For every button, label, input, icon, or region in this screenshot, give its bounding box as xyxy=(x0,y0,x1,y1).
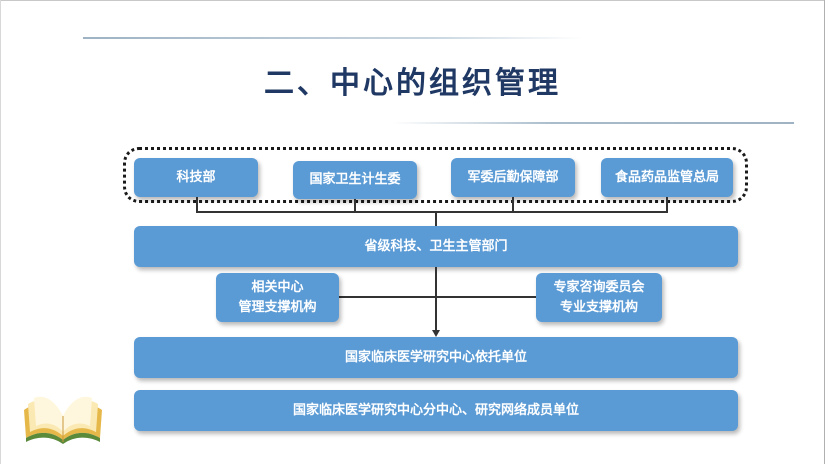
node-provincial-authority: 省级科技、卫生主管部门 xyxy=(134,226,738,267)
node-dept-moST: 科技部 xyxy=(134,158,258,197)
node-management-support: 相关中心 管理支撑机构 xyxy=(216,273,339,322)
node-label-line2: 专业支撑机构 xyxy=(559,299,638,315)
node-label-line1: 专家咨询委员会 xyxy=(553,279,645,295)
node-label: 军委后勤保障部 xyxy=(467,169,559,185)
connector-bus-to-provincial xyxy=(435,211,437,227)
node-label-line2: 管理支撑机构 xyxy=(238,299,317,315)
node-label: 国家卫生计生委 xyxy=(309,172,401,187)
connector-dept2-down xyxy=(354,199,356,212)
node-expert-support: 专家咨询委员会 专业支撑机构 xyxy=(536,273,662,322)
node-label-line1: 相关中心 xyxy=(251,279,304,295)
node-dept-logistics: 军委后勤保障部 xyxy=(451,158,575,197)
node-network-units: 国家临床医学研究中心分中心、研究网络成员单位 xyxy=(134,390,738,431)
decorative-line-top xyxy=(83,37,583,39)
node-label: 科技部 xyxy=(176,169,216,185)
connector-right-support xyxy=(436,296,536,298)
node-label: 国家临床医学研究中心分中心、研究网络成员单位 xyxy=(292,402,579,418)
connector-dept1-down xyxy=(196,197,198,212)
node-label: 食品药品监管总局 xyxy=(614,169,719,185)
connector-dept3-down xyxy=(512,197,514,212)
slide-border-left xyxy=(0,0,1,464)
node-label: 省级科技、卫生主管部门 xyxy=(364,238,508,254)
connector-provincial-to-host xyxy=(435,267,437,330)
slide-border-top xyxy=(0,0,825,1)
decorative-line-under-title xyxy=(392,122,794,124)
page-title: 二、中心的组织管理 xyxy=(264,66,561,101)
connector-left-support xyxy=(339,296,436,298)
department-group-outline xyxy=(123,147,748,203)
connector-dept4-down xyxy=(666,197,668,212)
node-host-unit: 国家临床医学研究中心依托单位 xyxy=(134,337,738,378)
node-label: 国家临床医学研究中心依托单位 xyxy=(344,349,527,365)
node-dept-fda: 食品药品监管总局 xyxy=(601,158,733,197)
connector-dept-bus xyxy=(196,211,668,213)
node-dept-nhfpc: 国家卫生计生委 xyxy=(293,161,417,199)
open-book-icon xyxy=(24,396,102,444)
arrowhead-down xyxy=(432,330,440,337)
